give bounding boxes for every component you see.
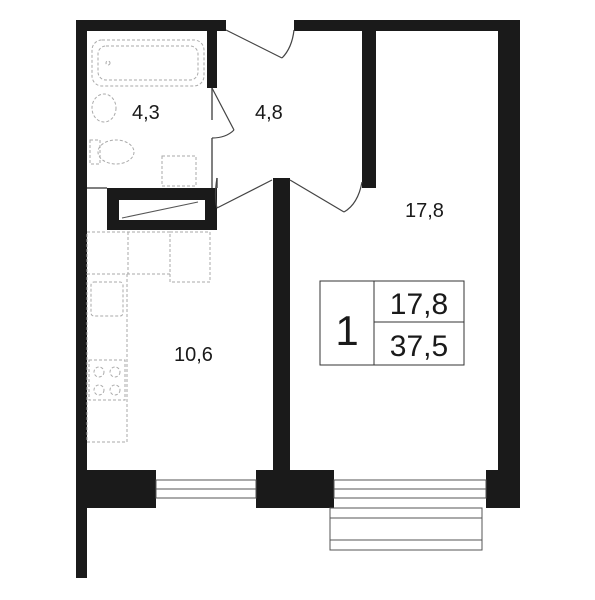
sink	[91, 93, 117, 123]
kitchen-counter	[86, 273, 128, 443]
wall-bottom-right	[486, 470, 520, 508]
entrance-door-swing	[281, 29, 295, 59]
wall-top-right	[294, 20, 520, 31]
kitchen-door-leaf	[216, 179, 273, 209]
bathtub-inner	[97, 45, 199, 81]
summary-box: 1 17,8 37,5	[319, 280, 465, 366]
stove-burner-3	[93, 384, 105, 396]
bath-door-swing	[211, 129, 235, 139]
tub-drain	[105, 60, 111, 66]
living-door-swing	[343, 181, 363, 213]
bath-door-leaf	[211, 87, 235, 131]
wall-right-outer	[498, 20, 520, 508]
wall-bottom-left	[76, 470, 156, 508]
wall-bath-hall	[207, 20, 217, 88]
stove-burner-1	[93, 366, 105, 378]
room-area-hall: 4,8	[255, 102, 283, 124]
kitchen-sink	[90, 281, 124, 317]
living-area: 17,8	[390, 288, 448, 321]
toilet-tank	[89, 139, 101, 165]
washer	[161, 155, 197, 187]
toilet	[97, 139, 135, 165]
living-door-leaf	[289, 179, 345, 213]
total-area: 37,5	[390, 330, 448, 363]
balcony	[329, 507, 483, 551]
doors	[211, 29, 363, 213]
fridge	[169, 231, 211, 283]
fixtures	[86, 39, 211, 443]
room-area-kitchen: 10,6	[174, 344, 213, 366]
room-area-living: 17,8	[405, 200, 444, 222]
rooms-count: 1	[335, 307, 358, 354]
bathtub	[91, 39, 205, 87]
room-area-bathroom: 4,3	[132, 102, 160, 124]
stove	[88, 359, 126, 401]
balcony-outline	[329, 507, 483, 551]
partitions	[87, 88, 218, 189]
summary-frame	[319, 280, 465, 366]
windows	[155, 479, 487, 499]
wall-hall-living	[362, 30, 376, 188]
wall-central	[273, 178, 290, 470]
wall-top-left	[76, 20, 226, 31]
wall-bottom-mid	[256, 470, 334, 508]
stove-burner-4	[109, 384, 121, 396]
stove-burner-2	[109, 366, 121, 378]
shaft-diagonal	[121, 201, 199, 219]
kitchen-door-swing	[214, 177, 218, 209]
entrance-door-leaf	[225, 29, 283, 59]
wall-left-outer	[76, 20, 87, 578]
